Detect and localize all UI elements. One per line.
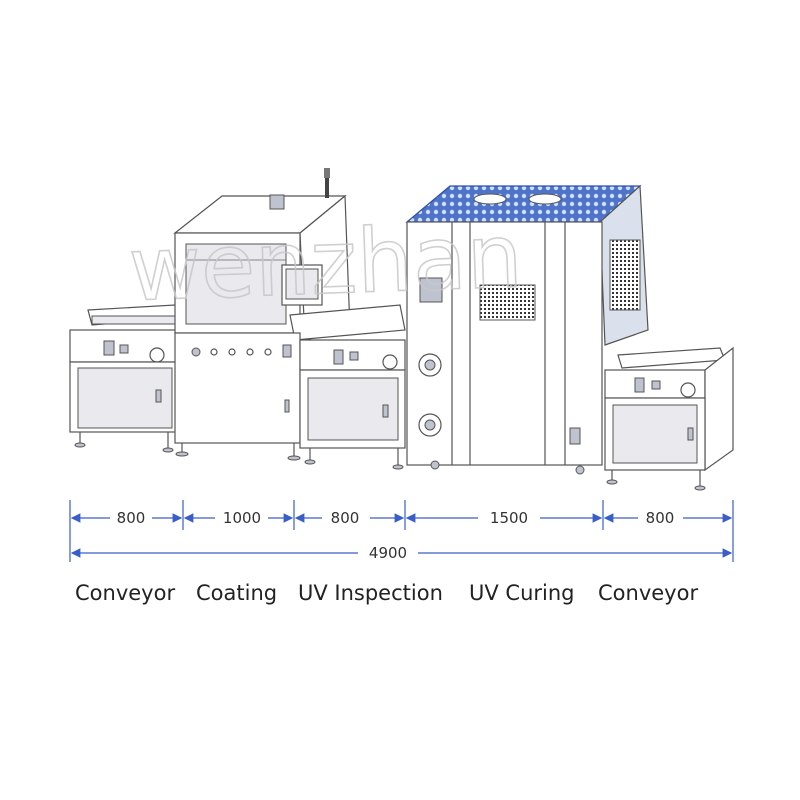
watermark-text: wenzhan <box>127 204 524 321</box>
dim-label-coating: 1000 <box>223 509 261 527</box>
module-label-uv-inspection: UV Inspection <box>298 581 443 605</box>
dim-label-total: 4900 <box>369 544 407 562</box>
uv-inspection-unit <box>299 339 406 470</box>
dim-label-uv-curing: 1500 <box>490 509 528 527</box>
module-label-conveyor-left: Conveyor <box>75 581 175 605</box>
module-label-uv-curing: UV Curing <box>469 581 575 605</box>
module-label-conveyor-right: Conveyor <box>598 581 698 605</box>
dim-label-uv-inspection: 800 <box>331 509 360 527</box>
right-conveyor-unit <box>604 346 734 491</box>
uv-curing-unit <box>405 184 649 475</box>
coating-unit <box>173 168 406 461</box>
dim-label-conveyor-right: 800 <box>646 509 675 527</box>
dim-label-conveyor-left: 800 <box>117 509 146 527</box>
dimension-lines <box>69 500 734 562</box>
module-label-coating: Coating <box>196 581 277 605</box>
left-conveyor-unit <box>69 304 181 453</box>
